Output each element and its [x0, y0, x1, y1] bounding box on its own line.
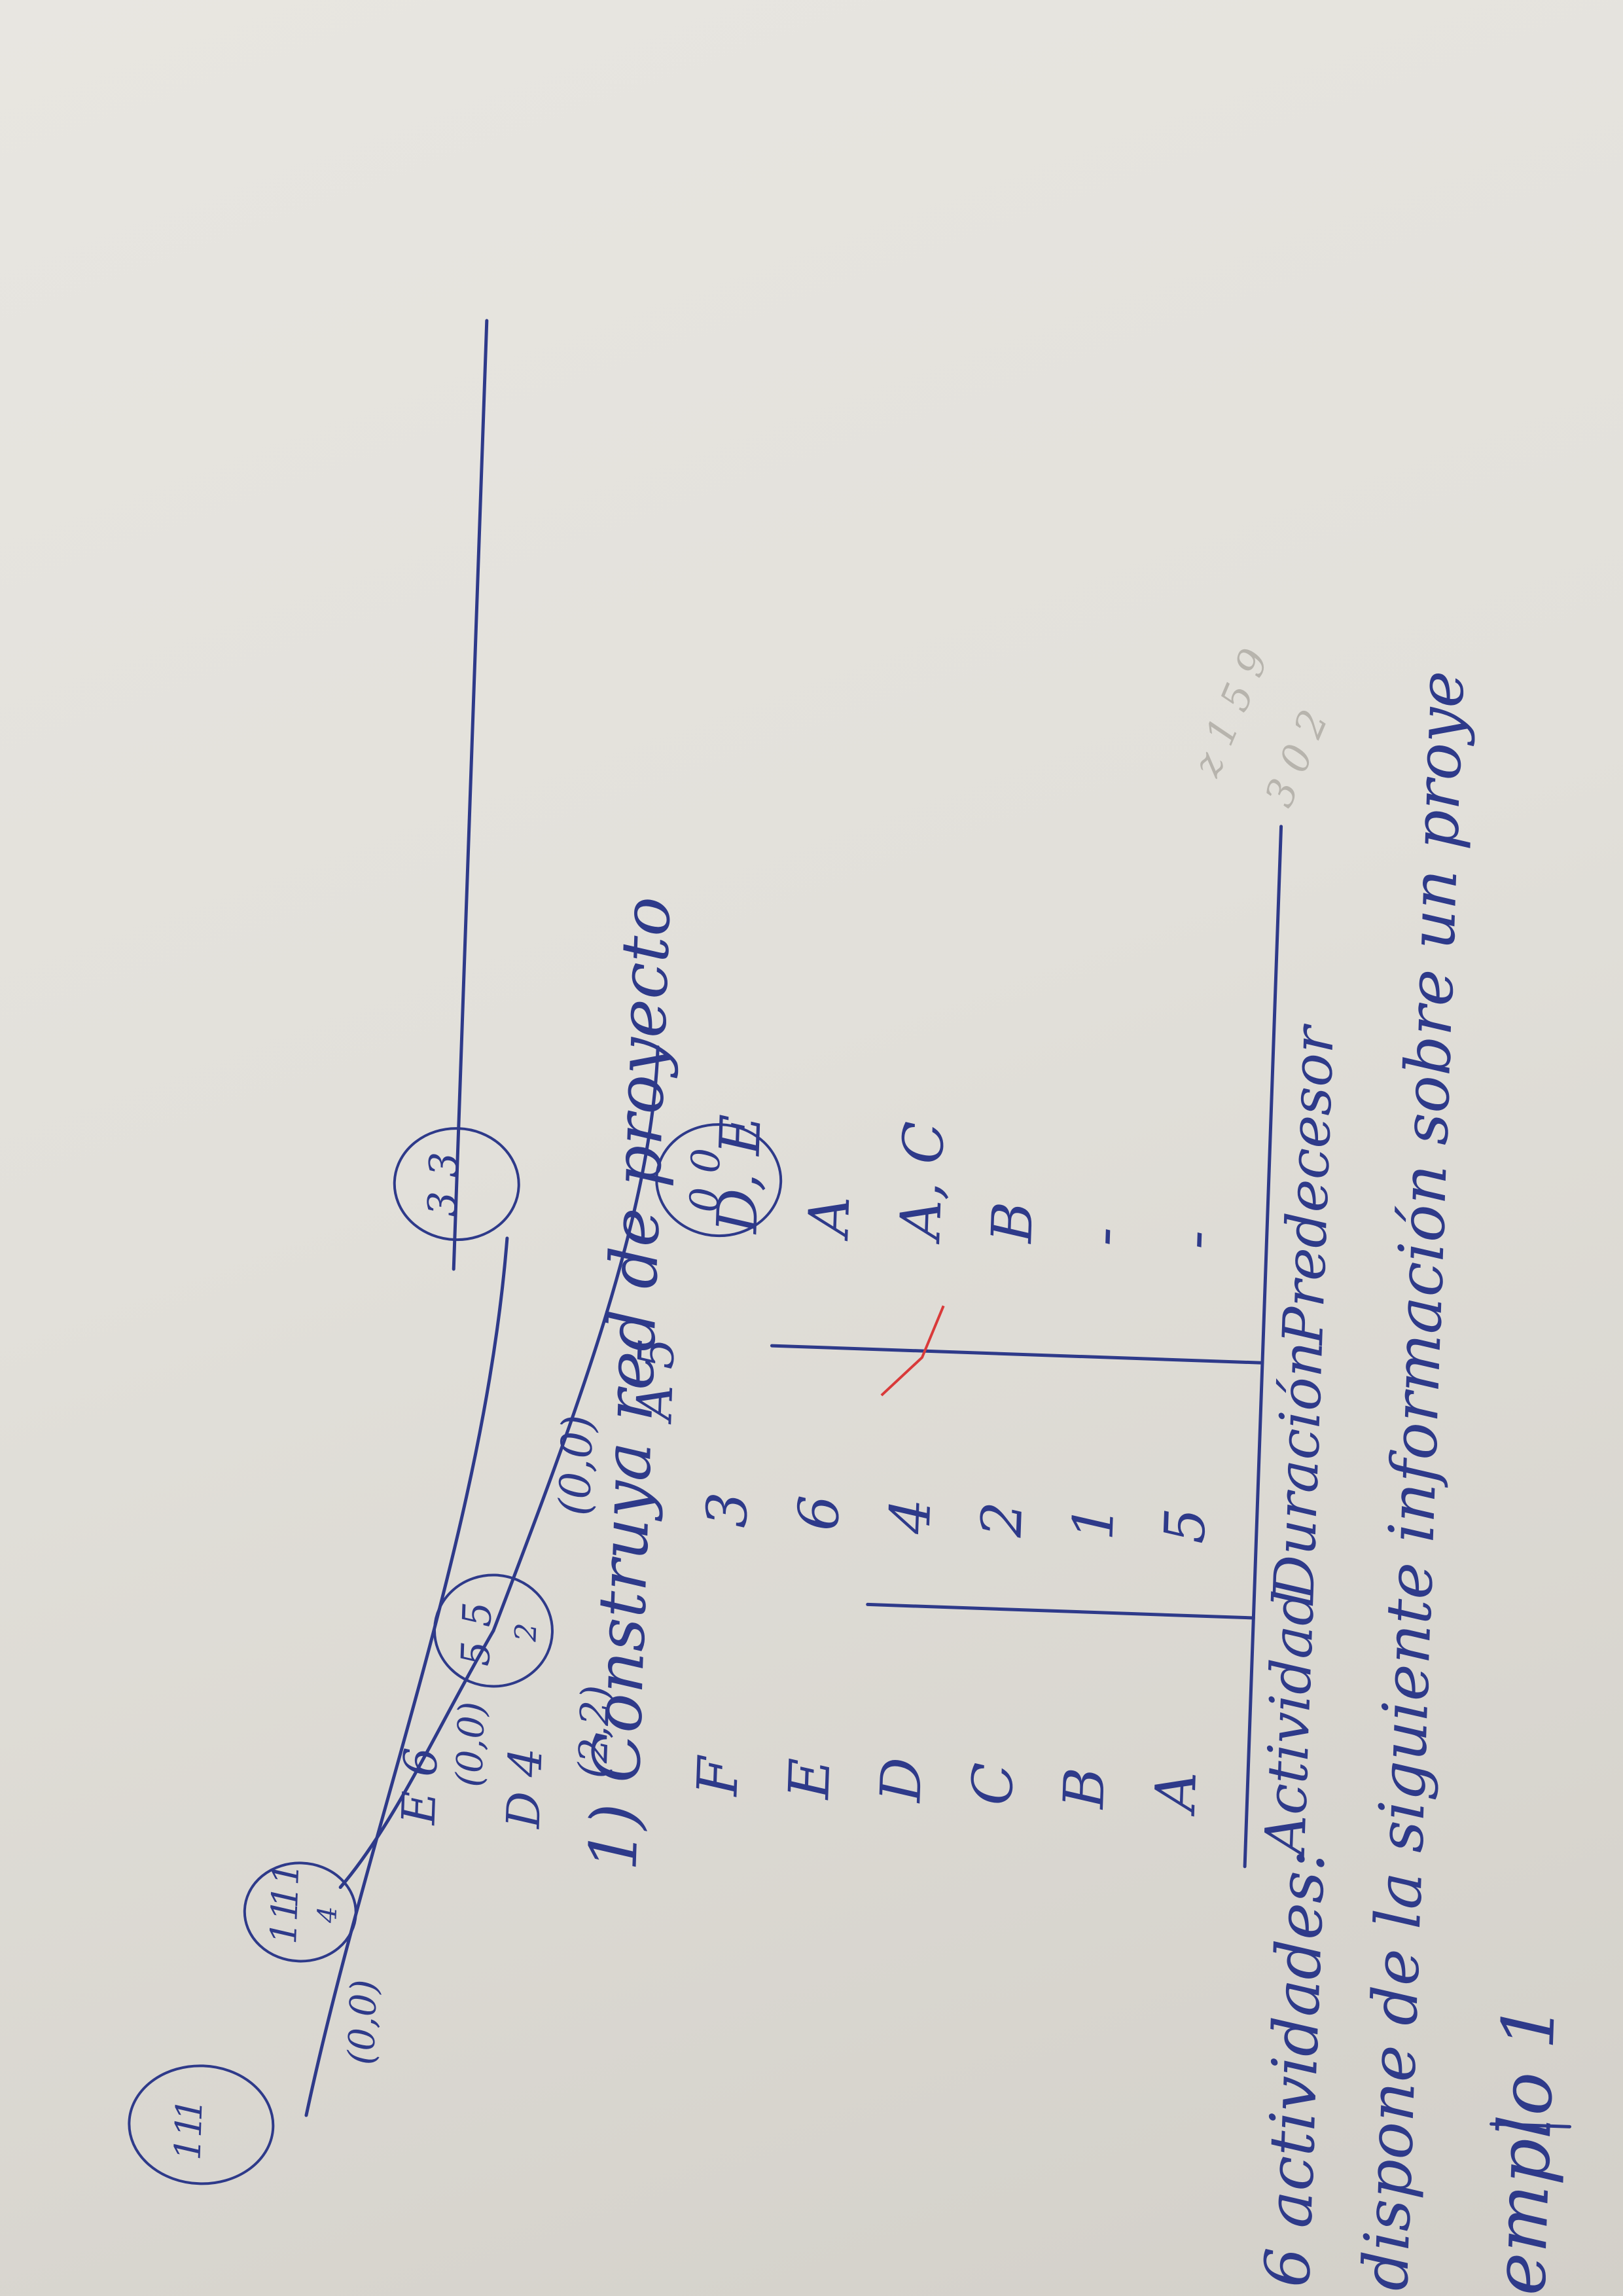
table-row: E 6 A [777, 1195, 863, 1801]
cell-predecessor: - [1071, 1226, 1137, 1247]
node-early-time: 11 [262, 1898, 306, 1945]
activity-table: Actividad Duración Predecesor A 5 - B 1 … [685, 825, 1347, 1869]
edge-e [338, 1628, 495, 1890]
node-early-time: 11 [166, 2114, 209, 2161]
cell-activity: A [1143, 1770, 1209, 1818]
network-node: 11 1 [128, 2064, 275, 2185]
edge-slack-label: (0,0) [448, 1701, 493, 1788]
cell-duration: 4 [878, 1498, 944, 1536]
network-node: 0 0 [655, 1123, 783, 1238]
node-late-time: 11 [264, 1862, 307, 1909]
cell-predecessor: D, E [705, 1113, 774, 1236]
node-circle [655, 1123, 783, 1238]
cell-predecessor: - [1163, 1229, 1228, 1250]
cell-activity: D [868, 1757, 935, 1805]
table-column-divider-2 [770, 1344, 1264, 1365]
network-node: 5 5 2 [433, 1573, 554, 1688]
table-row: A 5 - [1143, 1229, 1228, 1818]
cell-predecessor: B [980, 1201, 1046, 1246]
heading-bracket [1489, 2122, 1572, 2128]
cell-activity: C [960, 1762, 1026, 1806]
red-correction-mark [880, 1305, 945, 1397]
cell-duration: 2 [969, 1501, 1035, 1539]
node-circle [433, 1573, 554, 1688]
node-late-time: 3 [421, 1151, 467, 1178]
node-circle [393, 1127, 520, 1242]
node-early-time: 0 [681, 1187, 728, 1213]
cell-activity: E [777, 1757, 843, 1801]
edge-slack-label: (2,2) [570, 1685, 619, 1780]
node-slack: 4 [312, 1906, 343, 1924]
svg-text:z 1 5 9: z 1 5 9 [1184, 642, 1278, 783]
table-column-divider-1 [866, 1602, 1255, 1620]
project-network: 5 5 2 0 0 3 3 11 11 4 [128, 319, 783, 2185]
intro-line-1: dispone de la siguiente información sobr… [1350, 670, 1478, 2292]
intro-line-2: 6 actividades: [1252, 1849, 1339, 2289]
cell-activity: B [1052, 1767, 1118, 1811]
edge-dummy [452, 319, 489, 1271]
cell-predecessor: A, C [888, 1121, 957, 1246]
edge-a [491, 1045, 660, 1632]
table-row: D 4 A, C [868, 1121, 957, 1804]
node-circle [243, 1861, 357, 1963]
table-header-actividad: Actividad [1253, 1588, 1327, 1860]
edge-d [304, 1236, 509, 2117]
node-early-time: 5 [453, 1640, 499, 1667]
network-node: 11 11 4 [243, 1861, 357, 1963]
svg-text:3 0 2: 3 0 2 [1256, 704, 1337, 814]
node-circle [128, 2064, 275, 2185]
edge-activity-label: A 5 [625, 1337, 686, 1426]
table-header-rule [1243, 825, 1283, 1869]
bleed-through-marks: z 1 5 9 3 0 2 [1184, 642, 1338, 814]
cell-duration: 5 [1152, 1507, 1219, 1545]
network-node: 3 3 [393, 1127, 520, 1242]
node-late-time: 1 [168, 2098, 211, 2122]
cell-predecessor: A [796, 1195, 863, 1242]
table-header-duracion: Duración [1262, 1340, 1336, 1602]
cell-activity: F [685, 1754, 751, 1798]
table-row: C 2 B [960, 1201, 1046, 1806]
edge-activity-label: D 4 [496, 1747, 552, 1831]
table-row: B 1 - [1052, 1226, 1137, 1811]
example-heading: emplo 1 [1478, 2002, 1571, 2296]
node-late-time: 0 [683, 1147, 730, 1174]
edge-slack-label: (0,0) [340, 1979, 385, 2066]
node-early-time: 3 [419, 1191, 466, 1217]
edge-activity-label: E 6 [392, 1746, 448, 1827]
edge-slack-label: (0,0) [550, 1414, 603, 1516]
cell-duration: 3 [695, 1491, 761, 1529]
node-late-time: 5 [454, 1601, 501, 1628]
table-row: F 3 D, E [685, 1113, 774, 1798]
node-slack: 2 [508, 1623, 543, 1643]
table-header-predecesor: Predecesor [1271, 1022, 1347, 1347]
cell-duration: 1 [1061, 1504, 1127, 1542]
cell-duration: 6 [787, 1494, 853, 1532]
